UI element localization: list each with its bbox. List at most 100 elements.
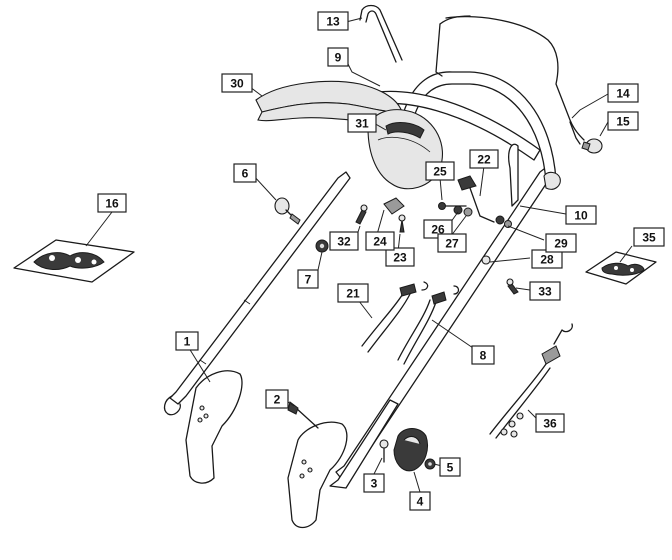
callout-9: 9: [327, 47, 349, 67]
left-handle-tube: [169, 171, 351, 405]
callout-15: 15: [607, 111, 639, 131]
callout-8: 8: [471, 345, 495, 365]
callout-36: 36: [535, 413, 565, 433]
callout-24: 24: [365, 231, 395, 251]
callout-7: 7: [297, 269, 319, 289]
callout-box: [347, 113, 377, 133]
callout-label: 27: [445, 237, 459, 251]
callout-33: 33: [529, 281, 561, 301]
callout-label: 8: [480, 349, 487, 363]
callout-30: 30: [221, 73, 253, 93]
callout-box: [469, 149, 499, 169]
callout-box: [365, 231, 395, 251]
callout-4: 4: [409, 491, 431, 511]
callout-label: 9: [335, 51, 342, 65]
callout-box: [439, 457, 461, 477]
callout-label: 21: [346, 287, 360, 301]
callout-label: 23: [393, 251, 407, 265]
callout-label: 35: [642, 231, 656, 245]
parts-bag-35: [585, 251, 657, 285]
fasteners: [274, 143, 561, 295]
callout-box: [175, 331, 199, 351]
callout-21: 21: [337, 283, 369, 303]
callout-5: 5: [439, 457, 461, 477]
callout-16: 16: [97, 193, 127, 213]
callout-box: [545, 233, 577, 253]
callout-box: [471, 345, 495, 365]
callout-14: 14: [607, 83, 639, 103]
callout-label: 3: [371, 477, 378, 491]
callout-box: [437, 233, 467, 253]
callout-22: 22: [469, 149, 499, 169]
callout-28: 28: [531, 249, 563, 269]
callout-box: [633, 227, 665, 247]
cables: [361, 281, 573, 439]
callout-13: 13: [317, 11, 349, 31]
callout-box: [265, 389, 289, 409]
handle-frame: [163, 71, 557, 489]
callout-32: 32: [329, 231, 359, 251]
callout-label: 14: [616, 87, 630, 101]
callout-box: [363, 473, 385, 493]
callout-label: 25: [433, 165, 447, 179]
callout-label: 36: [543, 417, 557, 431]
callout-label: 30: [230, 77, 244, 91]
callout-3: 3: [363, 473, 385, 493]
adjustment-knob: [393, 428, 428, 472]
callout-box: [317, 11, 349, 31]
callout-box: [529, 281, 561, 301]
callout-box: [607, 111, 639, 131]
callout-label: 5: [447, 461, 454, 475]
callout-label: 4: [417, 495, 424, 509]
callout-label: 2: [274, 393, 281, 407]
callout-27: 27: [437, 233, 467, 253]
callout-box: [221, 73, 253, 93]
callout-box: [385, 247, 415, 267]
callout-31: 31: [347, 113, 377, 133]
callout-1: 1: [175, 331, 199, 351]
callout-label: 16: [105, 197, 119, 211]
knob-15: [581, 138, 603, 154]
callout-box: [425, 161, 455, 181]
callout-box: [409, 491, 431, 511]
callout-label: 26: [431, 223, 445, 237]
callout-box: [565, 205, 597, 225]
left-mount-plate: [185, 370, 243, 484]
callout-10: 10: [565, 205, 597, 225]
callout-label: 28: [540, 253, 554, 267]
callout-box: [535, 413, 565, 433]
right-mount-plate: [287, 421, 348, 529]
callout-29: 29: [545, 233, 577, 253]
callout-label: 6: [242, 167, 249, 181]
callout-23: 23: [385, 247, 415, 267]
control-housing: [367, 109, 444, 190]
callout-label: 10: [574, 209, 588, 223]
callout-label: 29: [554, 237, 568, 251]
callout-box: [607, 83, 639, 103]
callout-label: 15: [616, 115, 630, 129]
callout-35: 35: [633, 227, 665, 247]
callouts: 1234567891013141516212223242526272829303…: [97, 11, 665, 511]
callout-label: 31: [355, 117, 369, 131]
callout-label: 24: [373, 235, 387, 249]
callout-25: 25: [425, 161, 455, 181]
lower-brackets: [185, 370, 436, 529]
callout-label: 1: [184, 335, 191, 349]
callout-2: 2: [265, 389, 289, 409]
callout-box: [329, 231, 359, 251]
callout-box: [297, 269, 319, 289]
callout-label: 32: [337, 235, 351, 249]
callout-box: [337, 283, 369, 303]
callout-label: 7: [305, 273, 312, 287]
callout-6: 6: [233, 163, 257, 183]
callout-box: [97, 193, 127, 213]
callout-label: 22: [477, 153, 491, 167]
bail-bar: [359, 4, 585, 145]
callout-box: [233, 163, 257, 183]
callout-label: 13: [326, 15, 340, 29]
callout-label: 33: [538, 285, 552, 299]
callout-box: [327, 47, 349, 67]
parts-bag-16: [13, 239, 135, 283]
